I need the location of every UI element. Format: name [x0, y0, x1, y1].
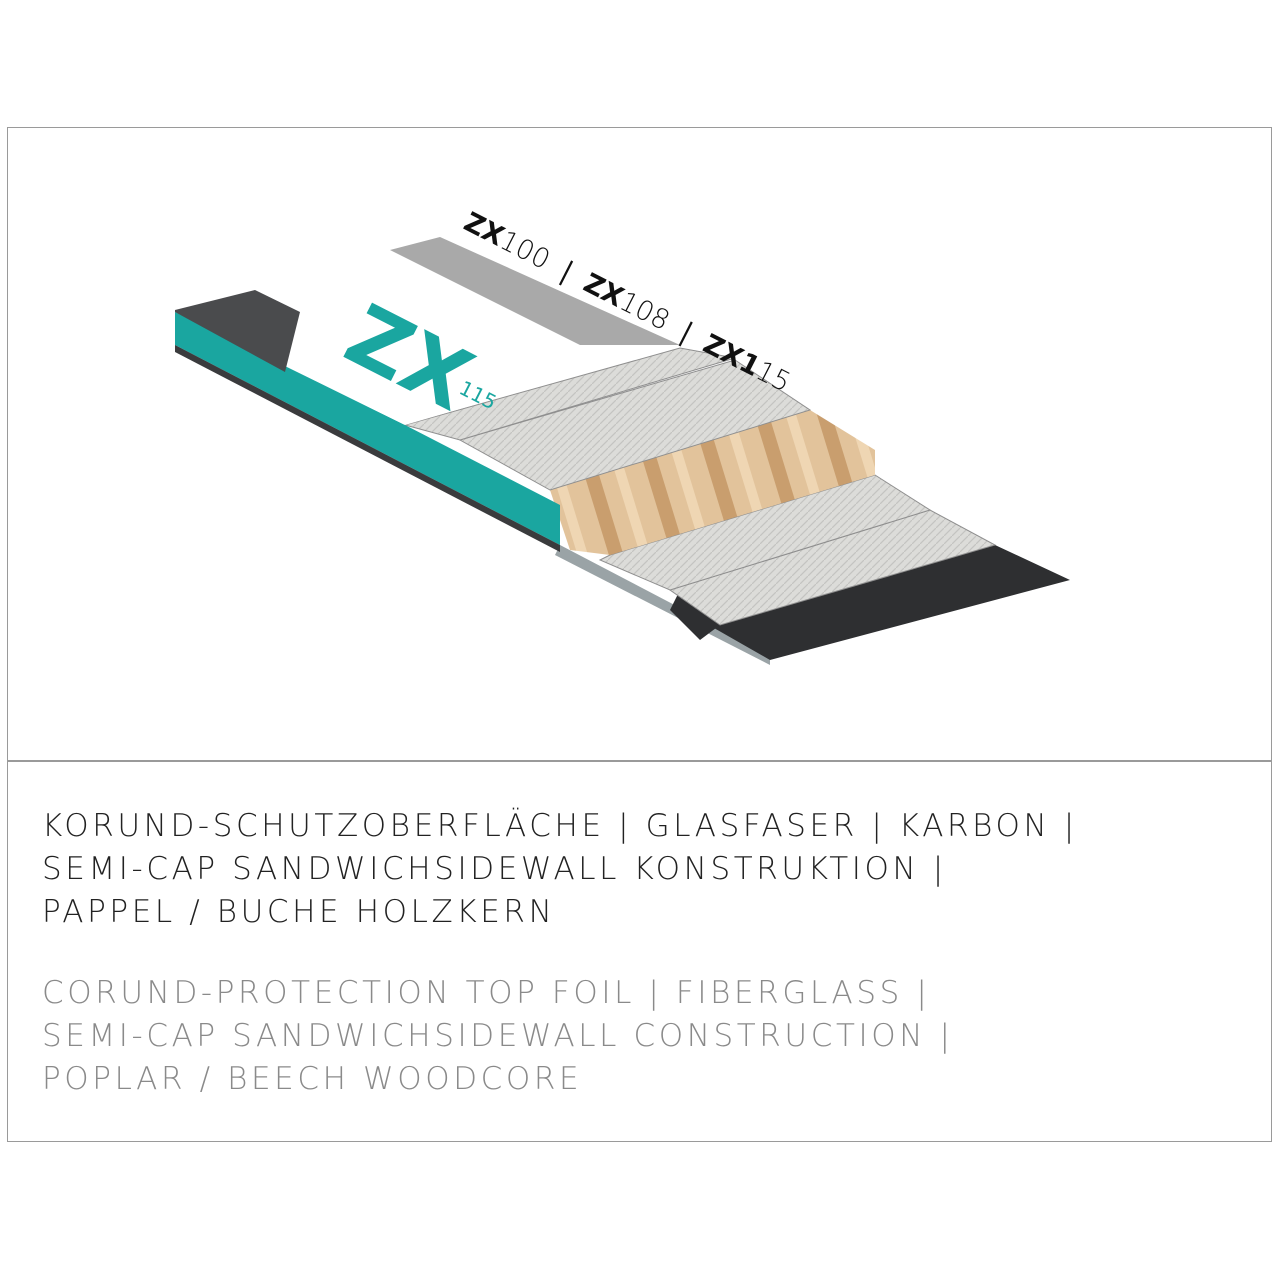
fiberglass-layer-1 [403, 347, 736, 441]
description-line: KORUND-SCHUTZOBERFLÄCHE | GLASFASER | KA… [42, 808, 1078, 844]
top-sheet [290, 250, 680, 425]
sidewall-bottom [175, 345, 560, 552]
divider [7, 760, 1272, 762]
frame [7, 127, 1272, 1142]
steel-edge [555, 545, 770, 665]
description-english: CORUND-PROTECTION TOP FOIL | FIBERGLASS … [42, 972, 954, 1101]
description-line: SEMI-CAP SANDWICHSIDEWALL KONSTRUKTION | [42, 851, 947, 887]
description-line: POPLAR / BEECH WOODCORE [42, 1061, 583, 1097]
fiberglass-layer-3 [598, 474, 932, 591]
base-sidewall [670, 590, 720, 640]
dark-top-corner [175, 290, 300, 372]
description-line: SEMI-CAP SANDWICHSIDEWALL CONSTRUCTION | [42, 1018, 954, 1054]
ski-construction-illustration: ZX 115 ZX100 | ZX108 | ZX115 [175, 207, 1070, 665]
teal-sidewall [175, 312, 560, 545]
gray-strip [390, 237, 680, 345]
base-layer [700, 545, 1070, 660]
description-line: CORUND-PROTECTION TOP FOIL | FIBERGLASS … [42, 975, 931, 1011]
description-line: PAPPEL / BUCHE HOLZKERN [42, 894, 556, 930]
wood-core [550, 410, 875, 555]
description-german: KORUND-SCHUTZOBERFLÄCHE | GLASFASER | KA… [42, 805, 1078, 934]
fiberglass-layer-2 [458, 359, 812, 491]
